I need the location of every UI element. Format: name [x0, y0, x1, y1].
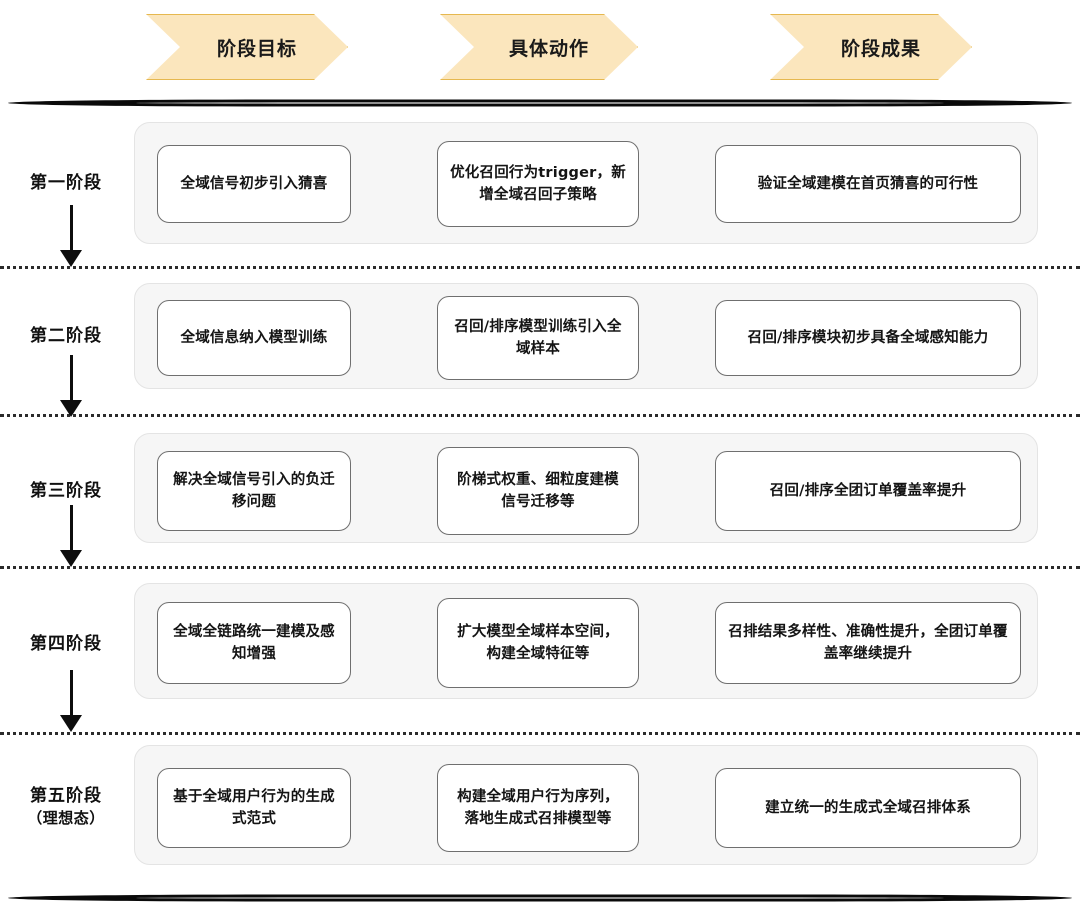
stage-label-5: 第五阶段 （理想态） [0, 785, 132, 828]
card-goal-1[interactable]: 全域信号初步引入猜喜 [157, 145, 351, 223]
card-goal-4[interactable]: 全域全链路统一建模及感知增强 [157, 602, 351, 684]
stage-separator-3 [0, 566, 1080, 569]
arrow-down-stage-2-to-3 [60, 355, 82, 417]
stage-row-4: 全域全链路统一建模及感知增强 扩大模型全域样本空间，构建全域特征等 召排结果多样… [134, 583, 1038, 699]
card-goal-1-text: 全域信号初步引入猜喜 [180, 175, 328, 192]
card-goal-3[interactable]: 解决全域信号引入的负迁移问题 [157, 451, 351, 531]
card-action-5[interactable]: 构建全域用户行为序列，落地生成式召排模型等 [437, 764, 639, 852]
bottom-divider-rule [8, 893, 1072, 902]
stage-label-3: 第三阶段 [0, 480, 132, 503]
card-action-4-text: 扩大模型全域样本空间，构建全域特征等 [457, 623, 619, 662]
card-action-3-text: 阶梯式权重、细粒度建模信号迁移等 [457, 471, 619, 510]
stage-label-5-main: 第五阶段 [30, 786, 102, 806]
stage-label-4-main: 第四阶段 [30, 634, 102, 654]
card-goal-2-text: 全域信息纳入模型训练 [180, 329, 328, 346]
card-action-1-text: 优化召回行为trigger，新增全域召回子策略 [450, 164, 626, 203]
header-chevron-outcome-label: 阶段成果 [840, 37, 921, 60]
card-action-1[interactable]: 优化召回行为trigger，新增全域召回子策略 [437, 141, 639, 227]
card-outcome-4-text: 召排结果多样性、准确性提升，全团订单覆盖率继续提升 [728, 623, 1008, 662]
stage-row-5: 基于全域用户行为的生成式范式 构建全域用户行为序列，落地生成式召排模型等 建立统… [134, 745, 1038, 865]
card-goal-3-text: 解决全域信号引入的负迁移问题 [173, 471, 335, 510]
card-outcome-5[interactable]: 建立统一的生成式全域召排体系 [715, 768, 1021, 848]
card-outcome-5-text: 建立统一的生成式全域召排体系 [765, 799, 971, 816]
card-goal-5[interactable]: 基于全域用户行为的生成式范式 [157, 768, 351, 848]
stage-label-4: 第四阶段 [0, 633, 132, 656]
card-goal-2[interactable]: 全域信息纳入模型训练 [157, 300, 351, 376]
top-divider-rule [8, 98, 1072, 107]
stage-row-2: 全域信息纳入模型训练 召回/排序模型训练引入全域样本 召回/排序模块初步具备全域… [134, 283, 1038, 389]
header-chevron-goal-label: 阶段目标 [216, 37, 297, 60]
header-chevron-action: 具体动作 [440, 14, 638, 80]
card-action-2[interactable]: 召回/排序模型训练引入全域样本 [437, 296, 639, 380]
card-outcome-3[interactable]: 召回/排序全团订单覆盖率提升 [715, 451, 1021, 531]
stage-row-1: 全域信号初步引入猜喜 优化召回行为trigger，新增全域召回子策略 验证全域建… [134, 122, 1038, 244]
header-chevron-row: 阶段目标 具体动作 阶段成果 [0, 0, 1080, 96]
card-action-4[interactable]: 扩大模型全域样本空间，构建全域特征等 [437, 598, 639, 688]
arrow-down-stage-4-to-5 [60, 670, 82, 732]
arrow-down-stage-3-to-4 [60, 505, 82, 567]
card-goal-5-text: 基于全域用户行为的生成式范式 [173, 788, 335, 827]
card-action-5-text: 构建全域用户行为序列，落地生成式召排模型等 [457, 788, 619, 827]
card-outcome-1-text: 验证全域建模在首页猜喜的可行性 [757, 175, 979, 192]
stage-label-5-sub: （理想态） [27, 808, 105, 827]
card-outcome-1[interactable]: 验证全域建模在首页猜喜的可行性 [715, 145, 1021, 223]
card-goal-4-text: 全域全链路统一建模及感知增强 [173, 623, 335, 662]
stage-label-2-main: 第二阶段 [30, 326, 102, 346]
header-chevron-action-label: 具体动作 [508, 37, 589, 60]
stage-separator-2 [0, 414, 1080, 417]
card-outcome-3-text: 召回/排序全团订单覆盖率提升 [769, 482, 967, 499]
card-outcome-2-text: 召回/排序模块初步具备全域感知能力 [747, 329, 989, 346]
stage-label-2: 第二阶段 [0, 325, 132, 348]
header-chevron-goal: 阶段目标 [146, 14, 348, 80]
stage-label-3-main: 第三阶段 [30, 481, 102, 501]
card-action-3[interactable]: 阶梯式权重、细粒度建模信号迁移等 [437, 447, 639, 535]
stage-label-1-main: 第一阶段 [30, 173, 102, 193]
card-outcome-4[interactable]: 召排结果多样性、准确性提升，全团订单覆盖率继续提升 [715, 602, 1021, 684]
header-chevron-outcome: 阶段成果 [770, 14, 972, 80]
stage-separator-1 [0, 266, 1080, 269]
card-outcome-2[interactable]: 召回/排序模块初步具备全域感知能力 [715, 300, 1021, 376]
stage-row-3: 解决全域信号引入的负迁移问题 阶梯式权重、细粒度建模信号迁移等 召回/排序全团订… [134, 433, 1038, 543]
stage-separator-4 [0, 732, 1080, 735]
arrow-down-stage-1-to-2 [60, 205, 82, 267]
stage-label-1: 第一阶段 [0, 172, 132, 195]
card-action-2-text: 召回/排序模型训练引入全域样本 [454, 318, 622, 357]
